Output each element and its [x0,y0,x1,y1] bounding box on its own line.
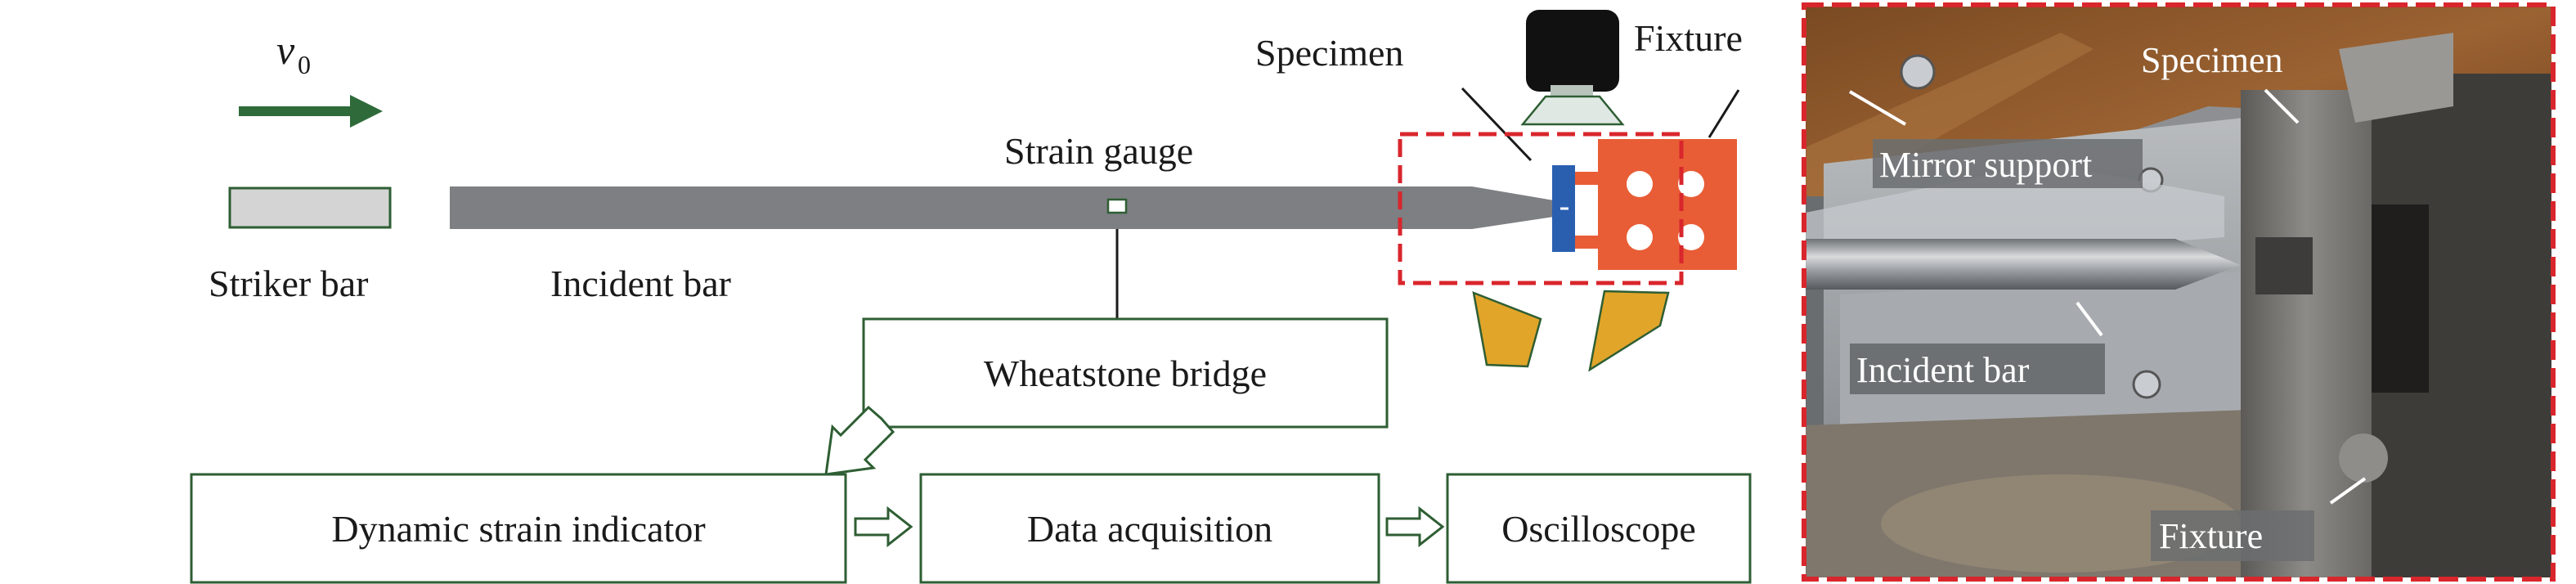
oscilloscope-label: Oscilloscope [1501,508,1696,550]
data-acquisition-label: Data acquisition [1027,508,1272,550]
photo-panel [1806,7,2551,577]
photo-incident-bar-leader [2076,301,2103,337]
zoom-region-outline [1398,132,1684,285]
mirror-left-icon [1472,291,1542,368]
indicator-to-daq-arrow-icon [854,505,913,548]
dynamic-strain-indicator-label: Dynamic strain indicator [331,508,705,550]
data-acquisition-box [919,473,1380,584]
oscilloscope-box [1446,473,1752,584]
photo-dashed-frame [1802,2,2556,582]
photo-incident-bar-tag [1850,344,2105,394]
specimen-leader-line [1461,87,1533,162]
incident-bar [450,186,1554,229]
fixture-label: Fixture [1634,17,1743,59]
photo-specimen-label: Specimen [2141,40,2283,80]
camera-icon [1520,10,1625,126]
striker-bar [228,186,392,229]
strain-gauge-icon [1106,198,1128,214]
mirror-right-icon [1588,290,1670,372]
photo-fixture-leader [2329,477,2367,505]
photo-mirror-support-label: Mirror support [1879,145,2092,185]
incident-bar-label: Incident bar [550,263,731,304]
photo-mirror-support-leader [1848,90,1907,126]
fixture-block [1575,139,1737,270]
photo-specimen-leader [2264,88,2300,124]
wheatstone-bridge-box [862,317,1389,429]
velocity-arrow-icon [239,95,383,128]
svg-text:v: v [276,27,295,73]
velocity-label: v 0 [276,27,311,79]
strain-gauge-label: Strain gauge [1004,130,1193,172]
photo-mirror-support-tag [1873,139,2143,188]
striker-bar-label: Striker bar [209,263,368,304]
dynamic-strain-indicator-box [190,473,847,584]
photo-fixture-tag [2151,510,2314,561]
photo-fixture-label: Fixture [2159,516,2263,556]
photo-incident-bar-label: Incident bar [1856,350,2030,390]
svg-text:0: 0 [298,50,311,79]
daq-to-oscilloscope-arrow-icon [1385,505,1445,548]
fixture-leader-line [1708,89,1740,138]
specimen-label: Specimen [1255,32,1403,74]
wheatstone-bridge-label: Wheatstone bridge [984,353,1267,394]
